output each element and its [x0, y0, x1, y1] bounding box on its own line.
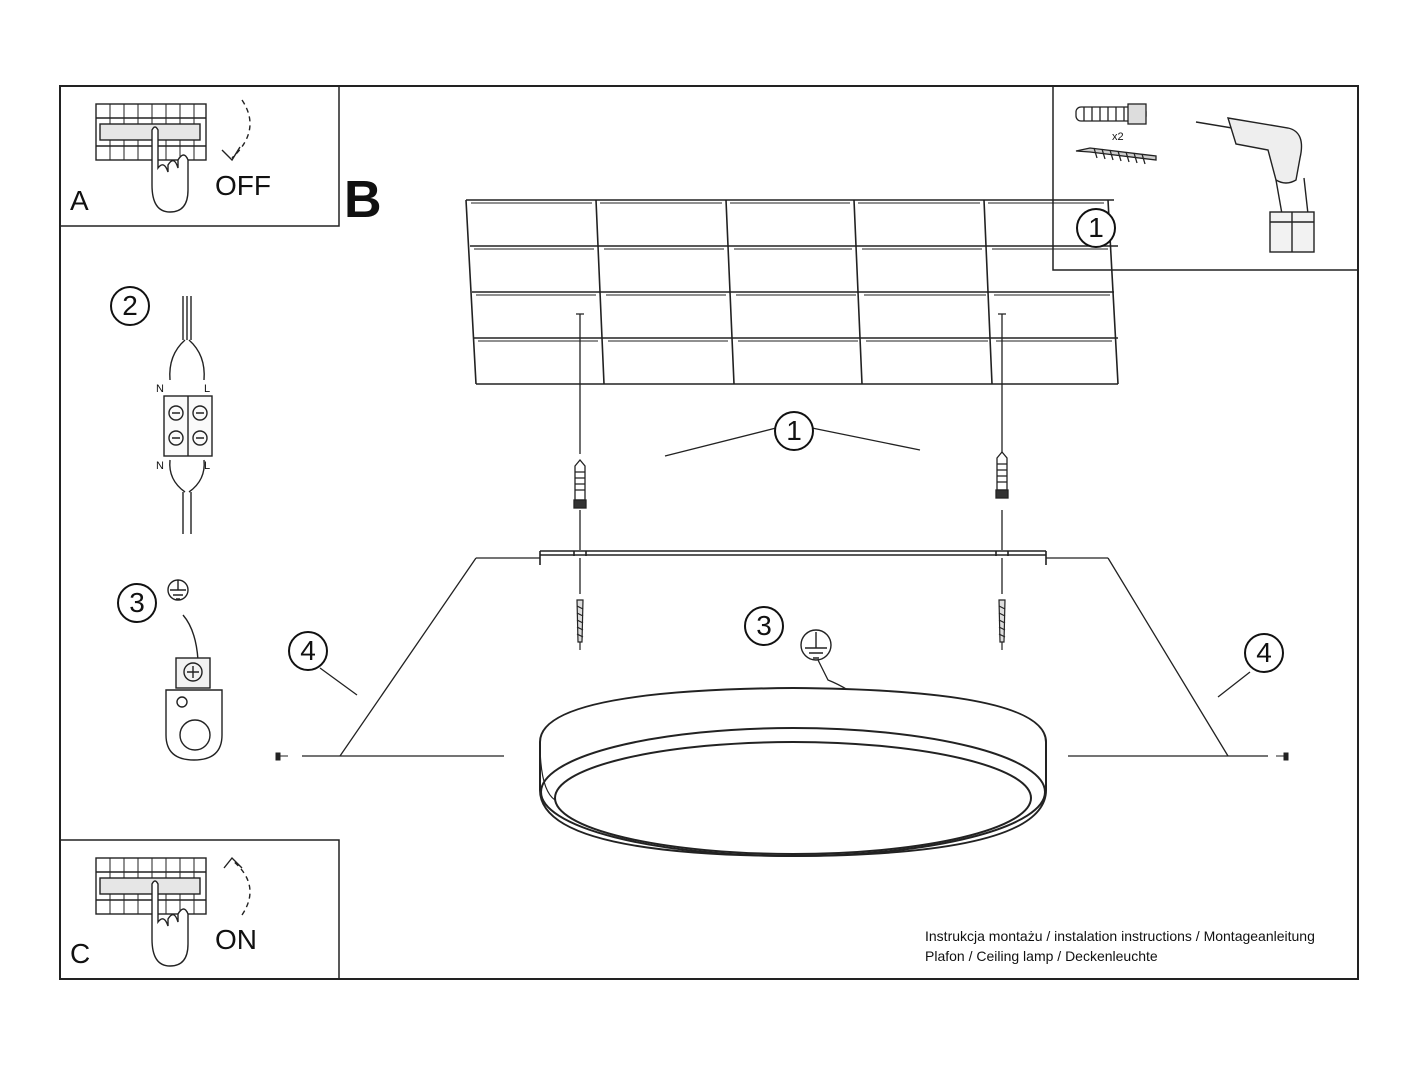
mounting-axis: [576, 313, 1006, 594]
callout-mount-step: 1: [774, 411, 814, 451]
ground-terminal-icon: [165, 579, 223, 761]
breaker-on-icon: [95, 856, 251, 967]
tools-quantity: x2: [1112, 131, 1124, 143]
side-screw-left-icon: [275, 752, 288, 761]
side-screw-right-icon: [1276, 752, 1289, 761]
footer-line-2: Plafon / Ceiling lamp / Deckenleuchte: [925, 948, 1158, 964]
callout-screw-right: 4: [1244, 633, 1284, 673]
wiring-step-number: 2: [110, 286, 150, 326]
outer-frame: [59, 85, 1359, 980]
drill-icon: [1195, 117, 1315, 253]
tools-box: [1052, 86, 1358, 271]
ceiling-lamp-icon: [539, 686, 1047, 858]
mounting-screw-right-icon: [998, 599, 1006, 650]
panel-c-box: [60, 839, 340, 979]
wiring-neutral-top: N: [156, 383, 164, 395]
panel-c-action: ON: [215, 924, 257, 955]
panel-b-letter: B: [344, 171, 382, 229]
breaker-off-icon: [95, 99, 251, 213]
mounting-screw-left-icon: [576, 599, 584, 650]
panel-c-letter: C: [70, 938, 91, 969]
wiring-neutral-bottom: N: [156, 460, 164, 472]
callout-ground-step: 3: [744, 606, 784, 646]
wall-plug-left-icon: [573, 458, 587, 509]
wiring-live-bottom: L: [204, 460, 211, 472]
panel-a-letter: A: [70, 185, 89, 216]
ceiling-grid: [465, 199, 1119, 385]
terminal-block-icon: [163, 296, 213, 534]
ground-step-number: 3: [117, 583, 157, 623]
mounting-bracket-icon: [539, 550, 1047, 565]
wiring-live-top: L: [204, 383, 211, 395]
tools-step-number: 1: [1076, 208, 1116, 248]
callout-screw-left: 4: [288, 631, 328, 671]
anchor-and-screw-icon: [1075, 103, 1157, 165]
ground-symbol-icon: [800, 629, 832, 661]
panel-a-action: OFF: [215, 170, 271, 201]
panel-a-box: [60, 86, 340, 227]
footer-line-1: Instrukcja montażu / instalation instruc…: [925, 928, 1315, 944]
wall-plug-right-icon: [995, 450, 1009, 499]
